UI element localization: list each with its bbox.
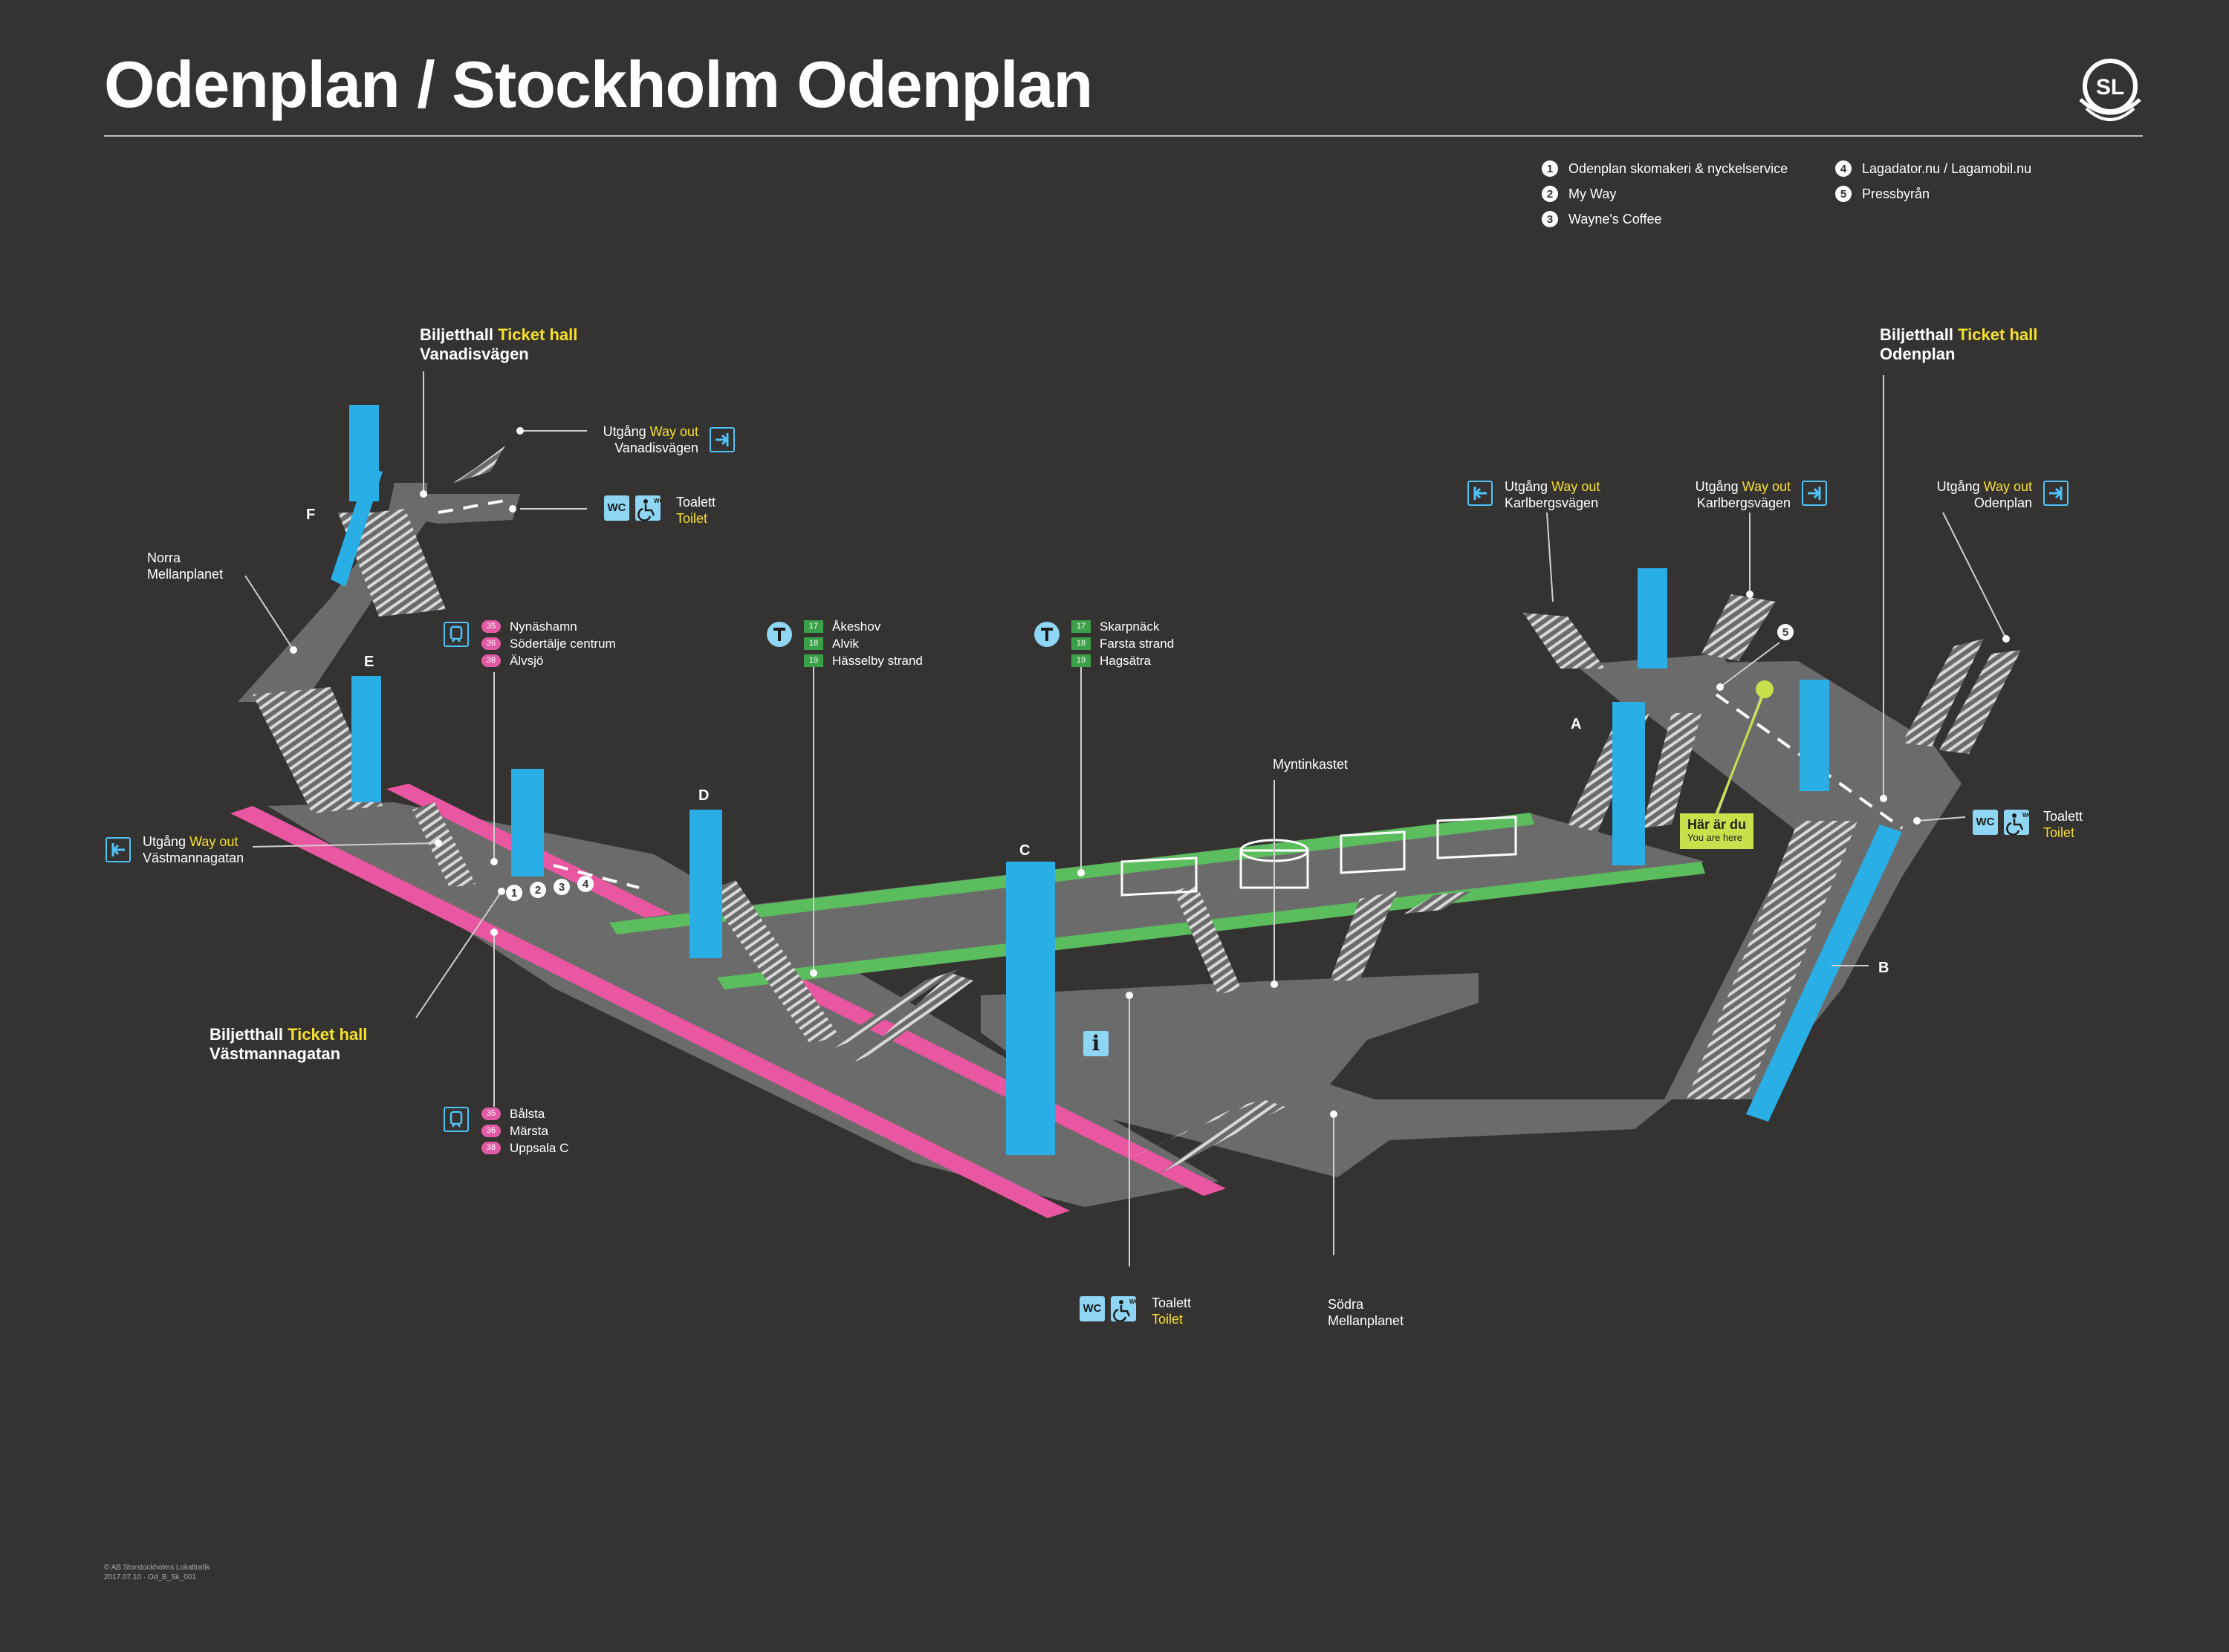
- ticket-hall-vanadis-label: Biljetthall Ticket hall Vanadisvägen: [420, 325, 578, 363]
- exit-arrow-icon: [1802, 481, 1827, 506]
- karlberg-hall-floor: [1575, 654, 1739, 713]
- exit-vastmanna-label: Utgång Way out Västmannagatan: [143, 834, 244, 865]
- wc-icon: WC: [1080, 1296, 1105, 1321]
- page-title: Odenplan / Stockholm Odenplan: [104, 48, 1093, 121]
- ticket-hall-odenplan-label: Biljetthall Ticket hall Odenplan: [1880, 325, 2038, 363]
- metro-track-north: [609, 813, 1534, 934]
- information-icon: i: [1083, 1031, 1109, 1056]
- sl-logo-icon: SL: [2079, 59, 2141, 121]
- exit-arrow-icon: [2043, 481, 2069, 506]
- entrance-c-label: C: [1019, 842, 1031, 859]
- you-are-here-marker: Här är du You are here: [1680, 813, 1754, 849]
- entrance-f-label: F: [306, 507, 316, 523]
- ticket-hall-vastmanna-label: Biljetthall Ticket hall Västmannagatan: [210, 1025, 368, 1063]
- entrance-a-label: A: [1571, 716, 1582, 732]
- norra-mellanplanet-label: Norra Mellanplanet: [147, 550, 224, 582]
- exit-karlberg2-label: Utgång Way out Karlbergsvägen: [1695, 479, 1791, 510]
- shop-marker: 3: [554, 879, 570, 895]
- vanadis-ticket-hall-floor: [386, 487, 520, 524]
- pendeltag-platform-floor: [267, 802, 1219, 1207]
- metro-t-icon: [1034, 622, 1060, 647]
- wc-small-text: WC: [654, 498, 661, 504]
- entrance-e-label: E: [364, 654, 374, 670]
- odenplan-ticket-hall-floor: [1583, 661, 1962, 1099]
- leader-dots: [290, 427, 2010, 1118]
- shop-marker: 1: [506, 885, 522, 901]
- pendeltag-track-west: [230, 806, 1070, 1218]
- shop-marker: 4: [577, 876, 594, 892]
- exit-vanadis-label: Utgång Way out Vanadisvägen: [603, 424, 698, 455]
- commuter-train-icon: [444, 622, 469, 647]
- commuter-train-icon: [444, 1107, 469, 1132]
- copyright-footer: © AB Storstockholms Lokaltrafik 2017.07.…: [104, 1564, 210, 1581]
- accessible-toilet-icon: WC: [1111, 1296, 1140, 1322]
- pressbyran-marker: 5: [1777, 624, 1794, 640]
- accessible-toilet-icon: WC: [2004, 810, 2033, 836]
- exit-arrow-icon: [1467, 481, 1493, 506]
- myntinkastet-label: Myntinkastet: [1273, 757, 1349, 772]
- metro-t-icon: [767, 622, 792, 647]
- entrance-pillars: [331, 405, 1902, 1155]
- you-are-here-dot: [1756, 680, 1774, 698]
- exit-arrow-icon: [710, 427, 735, 452]
- sodra-mellanplanet-floor: [981, 973, 1672, 1177]
- you-are-here-line: [1715, 690, 1766, 814]
- title-divider: [104, 135, 2143, 137]
- wc-icon: WC: [604, 495, 629, 521]
- wc-icon: WC: [1973, 810, 1998, 835]
- exit-arrow-icon: [106, 837, 131, 862]
- shop-marker: 2: [530, 882, 546, 898]
- metro-platform-floor: [613, 813, 1705, 981]
- entrance-d-label: D: [698, 787, 710, 804]
- exit-odenplan-label: Utgång Way out Odenplan: [1936, 479, 2032, 510]
- exit-karlberg1-label: Utgång Way out Karlbergsvägen: [1505, 479, 1600, 510]
- sl-logo-text: SL: [2096, 75, 2124, 100]
- entrance-b-label: B: [1878, 960, 1889, 976]
- sodra-mellanplanet-label: Södra Mellanplanet: [1328, 1297, 1404, 1328]
- wc-small-text: WC: [1129, 1298, 1136, 1305]
- wc-small-text: WC: [2022, 812, 2029, 819]
- accessible-toilet-icon: WC: [635, 495, 664, 521]
